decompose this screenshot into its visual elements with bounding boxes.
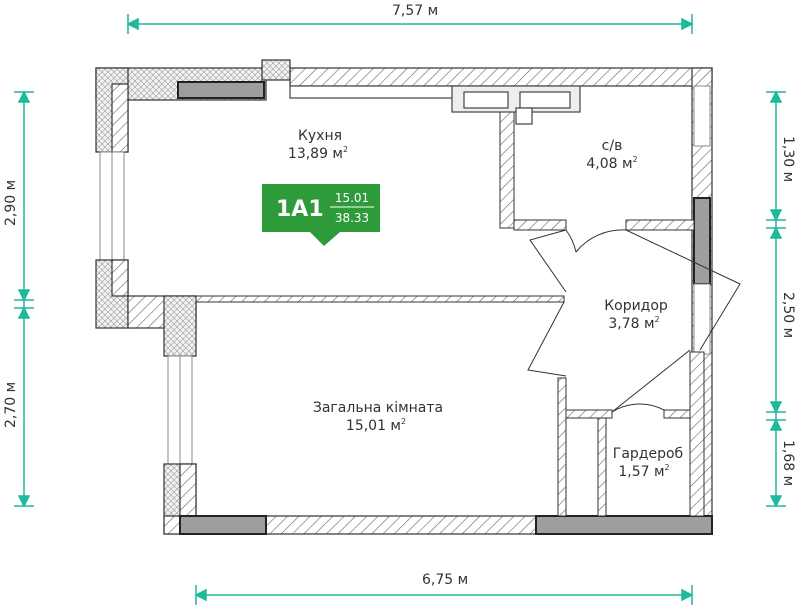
room-corridor: Коридор 3,78 м2	[604, 298, 668, 332]
room-area: 1,57 м2	[618, 463, 669, 480]
dim-right-middle: 2,50 м	[780, 292, 796, 338]
dim-left-upper: 2,90 м	[3, 180, 19, 226]
room-name: Загальна кімната	[313, 400, 443, 416]
room-name: Коридор	[604, 298, 668, 314]
room-area: 15,01 м2	[346, 417, 406, 434]
room-kitchen: Кухня 13,89 м2	[288, 128, 348, 162]
room-living: Загальна кімната 15,01 м2	[313, 400, 443, 434]
badge-living-area: 15.01	[335, 191, 369, 205]
dim-right-lower: 1,68 м	[780, 440, 796, 486]
dim-top: 7,57 м	[392, 3, 438, 19]
dim-right-upper: 1,30 м	[780, 136, 796, 182]
apartment-badge: 1A1 15.01 38.33	[262, 184, 380, 246]
badge-code: 1A1	[276, 197, 324, 222]
dimension-lines	[14, 14, 786, 605]
room-area: 3,78 м2	[608, 315, 659, 332]
badge-total-area: 38.33	[335, 211, 369, 225]
dim-bottom: 6,75 м	[422, 572, 468, 588]
room-area: 4,08 м2	[586, 155, 637, 172]
right-windows	[693, 85, 711, 355]
room-area: 13,89 м2	[288, 145, 348, 162]
room-bathroom: с/в 4,08 м2	[586, 138, 637, 172]
dim-left-lower: 2,70 м	[3, 382, 19, 428]
kitchen-counter	[289, 85, 581, 125]
room-name: Гардероб	[613, 446, 683, 462]
room-name: Кухня	[298, 128, 342, 144]
window-blocks	[177, 81, 713, 535]
interior-walls	[195, 99, 705, 517]
door-swings	[527, 229, 741, 413]
room-wardrobe: Гардероб 1,57 м2	[613, 446, 683, 480]
room-name: с/в	[602, 138, 623, 154]
